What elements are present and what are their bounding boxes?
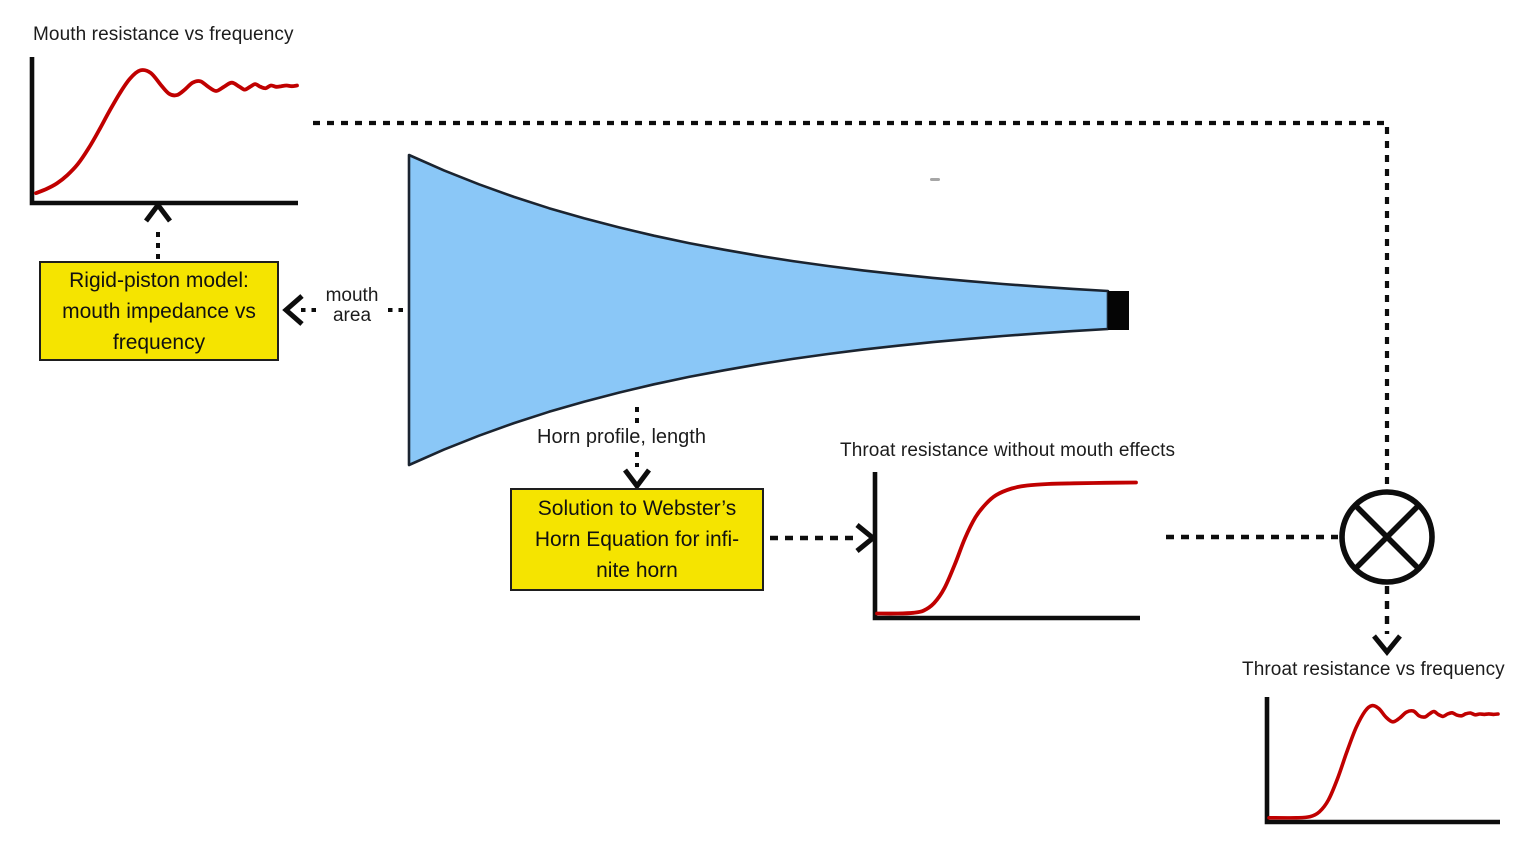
horn-profile-label: Horn profile, length — [537, 426, 706, 448]
arrowhead-up-to-mouth-chart — [144, 200, 172, 223]
stray-mark — [930, 178, 940, 181]
horn-shape — [407, 153, 1110, 467]
final-chart-curve — [1267, 703, 1500, 820]
final-chart-title: Throat resistance vs frequency — [1242, 659, 1505, 680]
multiplier-x-icon — [1353, 503, 1421, 571]
infinite-chart-curve — [875, 480, 1138, 616]
infinite-chart-axes — [872, 472, 1140, 621]
mouth-chart-title: Mouth resistance vs frequency — [33, 24, 294, 45]
final-chart-axes — [1264, 697, 1500, 825]
webster-box-line2: Horn Equation for infi- — [534, 528, 740, 551]
rigid-piston-box-line2: mouth impedance vs — [62, 299, 256, 323]
connector-mouth-to-multiplier — [313, 120, 1390, 487]
mouth-area-label-line2: area — [332, 305, 372, 326]
infinite-chart-title: Throat resistance without mouth effects — [840, 440, 1176, 461]
webster-box-line1: Solution to Webster’s — [537, 497, 737, 520]
arrowhead-into-webster-box — [623, 468, 651, 491]
arrowhead-into-infinite-chart — [855, 523, 877, 553]
mouth-area-label-line1: mouth — [325, 285, 379, 306]
rigid-piston-box-line1: Rigid-piston model: — [69, 268, 249, 292]
rigid-piston-box-line3: frequency — [112, 330, 206, 354]
arrowhead-into-piston-box — [282, 294, 304, 326]
mouth-chart-axes — [29, 57, 298, 206]
webster-box: Solution to Webster’s Horn Equation for … — [510, 488, 764, 591]
mouth-area-label: mouth area — [316, 286, 388, 326]
horn-throat-rect — [1108, 291, 1129, 330]
rigid-piston-box: Rigid-piston model: mouth impedance vs f… — [39, 261, 279, 361]
arrowhead-into-final-chart — [1372, 634, 1402, 656]
mouth-chart-curve — [34, 68, 299, 195]
webster-box-line3: nite horn — [596, 559, 678, 582]
